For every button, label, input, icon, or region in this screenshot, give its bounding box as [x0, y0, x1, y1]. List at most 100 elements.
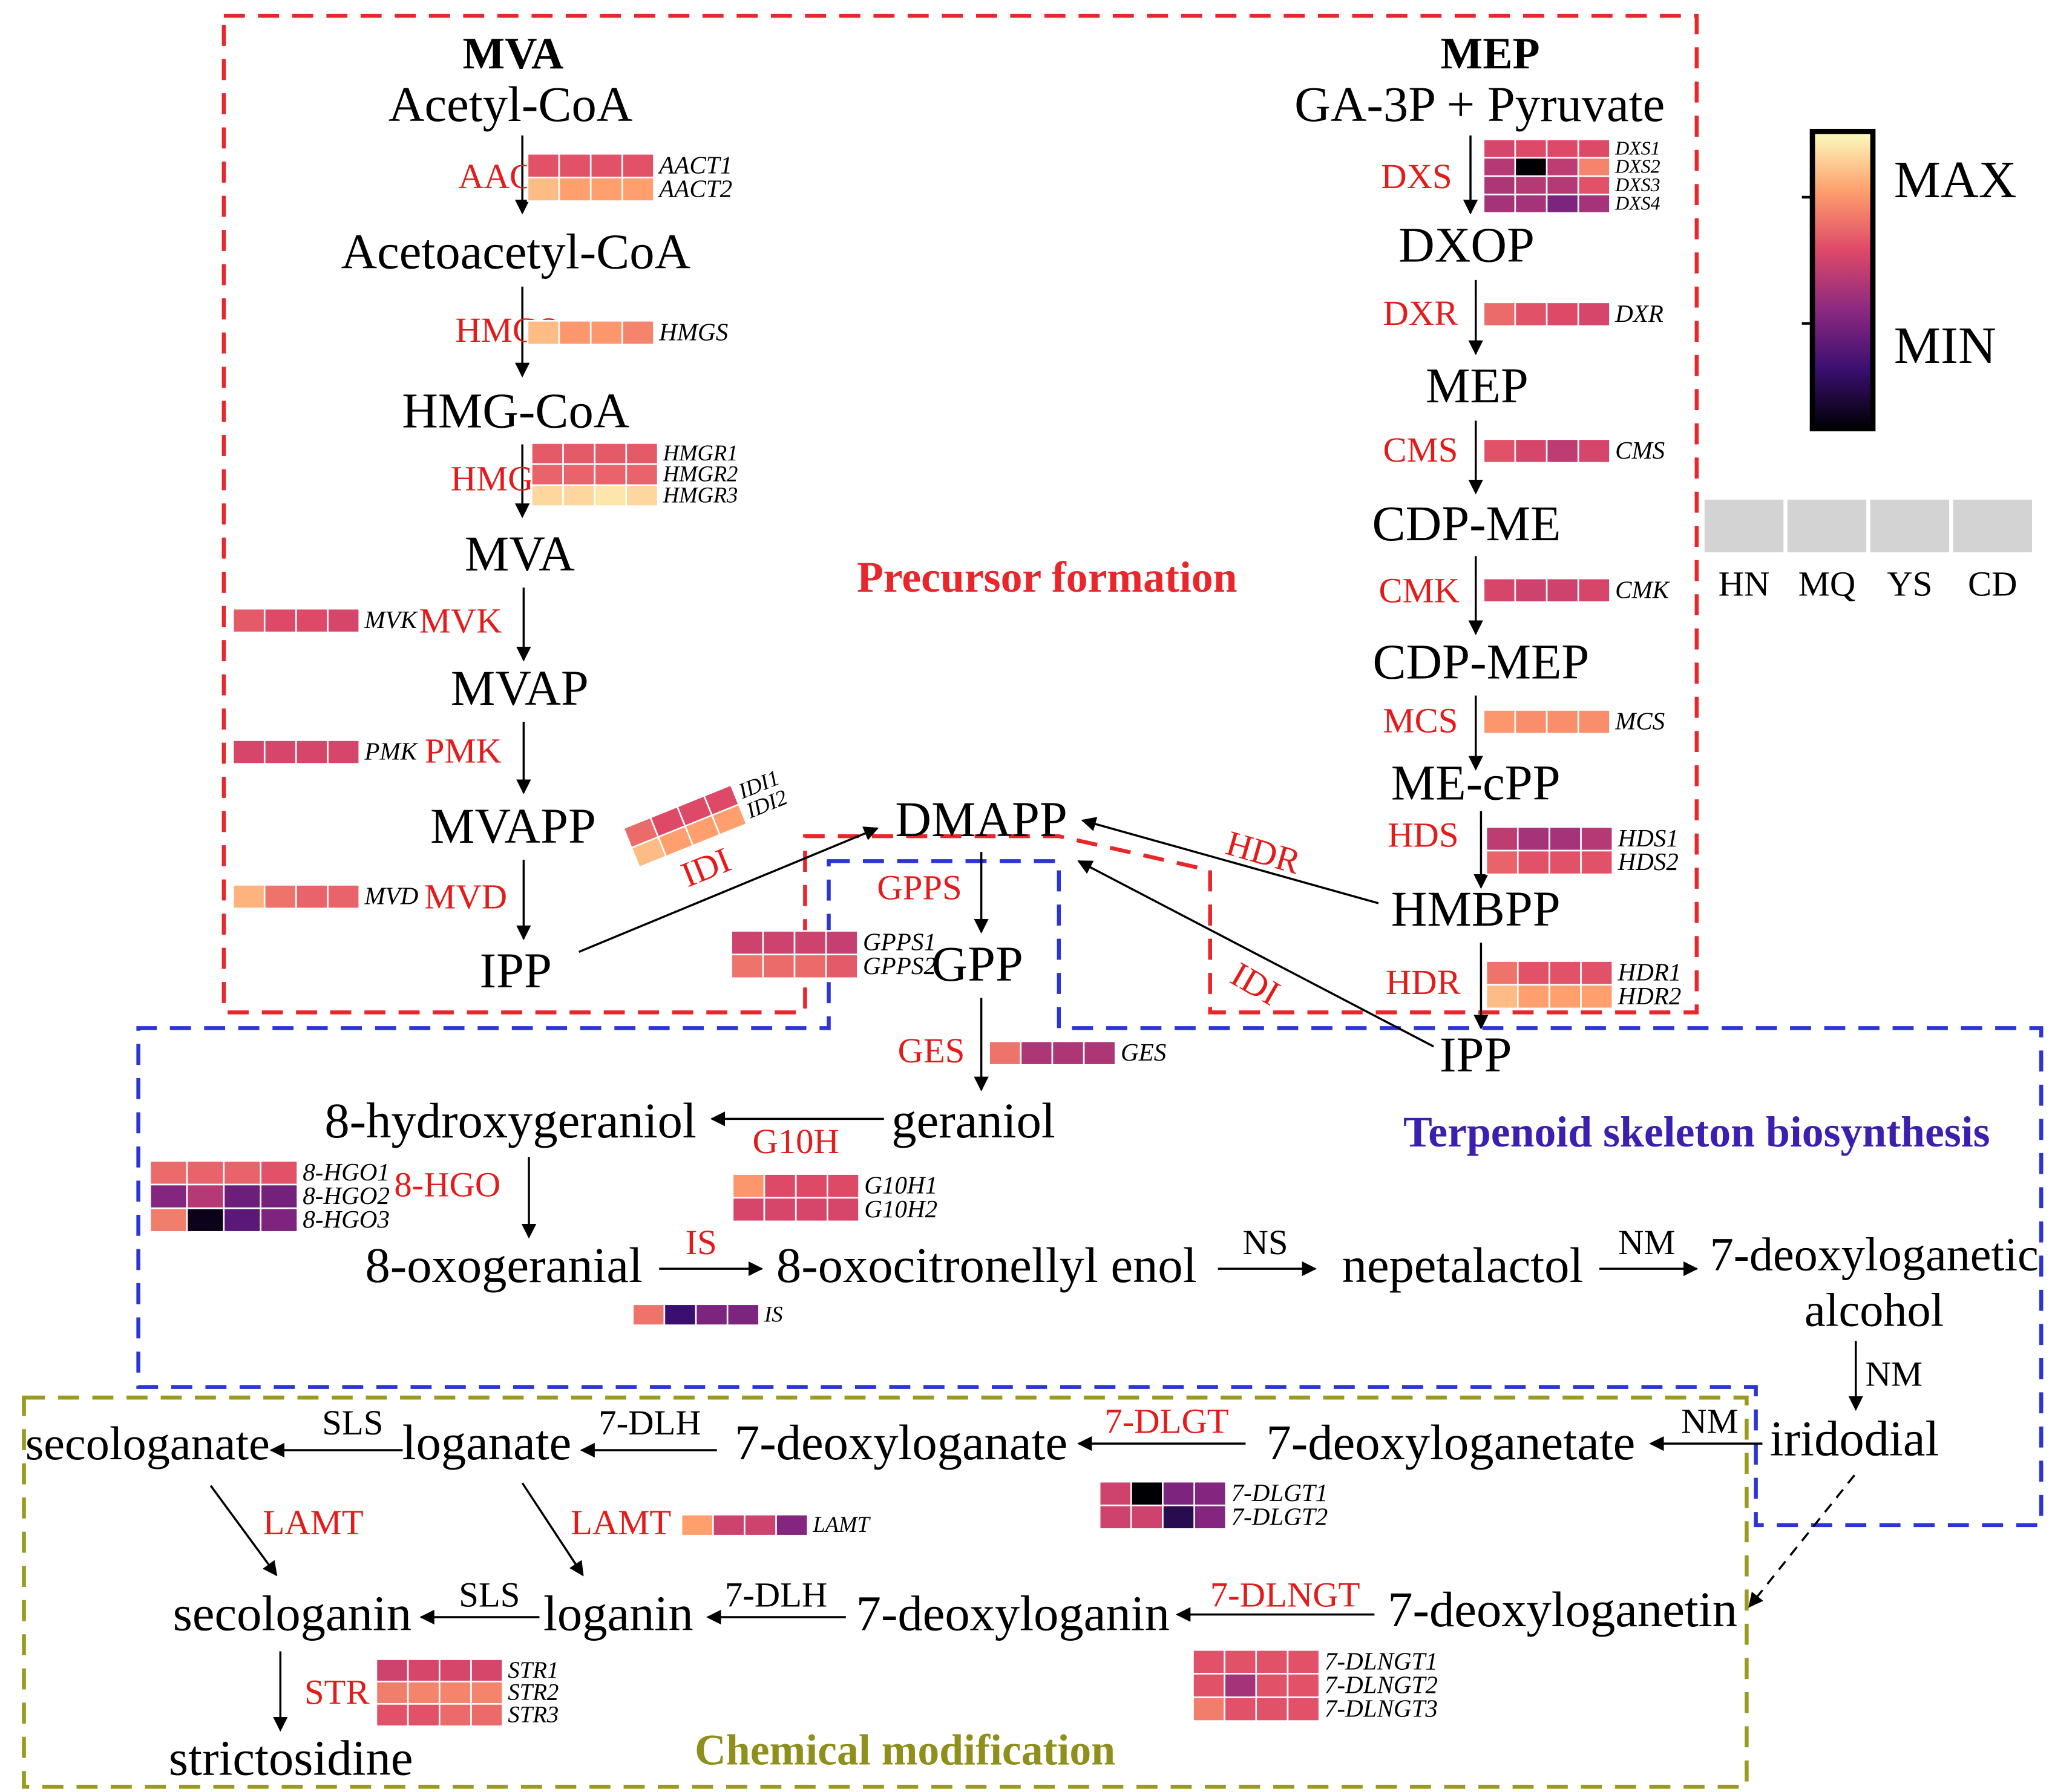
heatmap-cell	[663, 1303, 697, 1326]
gene-label: G10H2	[864, 1195, 937, 1223]
heatmap-cell	[621, 152, 655, 178]
deoxyloganate: 7-deoxyloganate	[735, 1414, 1067, 1470]
heatmap-cell	[223, 1207, 262, 1233]
gene-label: AACT2	[657, 174, 732, 202]
heatmap-cell	[260, 1183, 298, 1209]
heatmap-cell	[1580, 960, 1614, 986]
heatmap-cell	[1577, 438, 1611, 464]
gene-label: STR3	[508, 1702, 559, 1728]
mva-metabolite: MVA	[465, 526, 575, 581]
gene-label: HMGS	[658, 318, 728, 345]
min-label: MIN	[1894, 316, 1996, 374]
arrow-lamt-left	[209, 1485, 278, 1577]
nm2-label: NM	[1866, 1354, 1923, 1393]
oxocitronellyl-enol: 8-oxocitronellyl enol	[776, 1237, 1197, 1293]
heatmap-cell	[1083, 1040, 1116, 1066]
heatmap-cell	[1514, 139, 1548, 159]
heatmap-cell	[1516, 849, 1550, 875]
heatmap-cell	[744, 1514, 777, 1537]
sample-label: CD	[1968, 564, 2017, 603]
pmk-heatmap: PMK	[232, 737, 419, 765]
heatmap-cell	[795, 1197, 828, 1223]
heatmap-cell	[625, 463, 659, 486]
heatmap-cell	[223, 1183, 262, 1209]
arrow-ipp-right-dmapp	[1077, 860, 1434, 1048]
heatmap-cell	[1577, 157, 1611, 177]
heatmap-cell	[1546, 157, 1579, 177]
chemical-title: Chemical modification	[695, 1725, 1115, 1774]
heatmap-cell	[327, 739, 361, 765]
mcs-heatmap: MCS	[1483, 707, 1665, 735]
loganate: loganate	[402, 1414, 572, 1470]
heatmap-cell	[632, 1303, 666, 1326]
heatmap-cell	[223, 1160, 262, 1186]
heatmap-cell	[795, 1173, 828, 1199]
precursor-formation-box	[221, 13, 1699, 1015]
cdp-mep: CDP-MEP	[1372, 633, 1589, 689]
heatmap-cell	[295, 739, 329, 765]
heatmap-cell	[695, 1303, 729, 1326]
heatmap-cell	[726, 1303, 760, 1326]
lamt-right-label: LAMT	[571, 1503, 671, 1542]
heatmap-cell	[438, 1703, 472, 1727]
heatmap-cell	[149, 1183, 188, 1209]
heatmap-cell	[1483, 194, 1516, 214]
heatmap-cell	[1580, 984, 1614, 1010]
heatmap-cell	[589, 152, 623, 178]
heatmap-cell	[1485, 826, 1519, 852]
gene-label: 7-DLNGT1	[1325, 1647, 1438, 1675]
heatmap-cell	[1193, 1480, 1227, 1506]
heatmap-cell	[1483, 301, 1516, 327]
heatmap-cell	[1577, 709, 1611, 734]
mvd-heatmap: MVD	[232, 882, 419, 910]
heatmap-cell	[1580, 826, 1614, 852]
heatmap-cell	[1546, 194, 1579, 214]
iridodial: iridodial	[1770, 1411, 1939, 1467]
sls1-label: SLS	[322, 1403, 383, 1442]
is-label: IS	[686, 1223, 717, 1262]
hgo-label: 8-HGO	[394, 1165, 500, 1205]
heatmap-cell	[295, 884, 329, 909]
heatmap-cell	[1514, 438, 1548, 464]
mva-title: MVA	[463, 28, 564, 78]
mvk-heatmap: MVK	[232, 606, 419, 633]
gene-label: MVD	[364, 882, 418, 910]
gene-label: PMK	[364, 737, 418, 765]
heatmap-cell	[470, 1703, 503, 1727]
gene-label: HMGR2	[663, 462, 738, 486]
hdr-up-label: HDR	[1222, 823, 1305, 882]
str-label: STR	[304, 1672, 370, 1712]
heatmap-cell	[327, 607, 361, 633]
sample-label: YS	[1887, 564, 1932, 603]
heatmap-cell	[1546, 175, 1579, 195]
gene-label: 8-HGO2	[303, 1182, 390, 1209]
heatmap-cell	[1549, 826, 1582, 852]
heatmap-cell	[232, 884, 266, 909]
heatmap-cell	[1514, 577, 1548, 603]
deoxyloganin: 7-deoxyloganin	[856, 1586, 1170, 1641]
gene-label: 7-DLGT2	[1231, 1502, 1328, 1530]
secologanate: secologanate	[25, 1417, 270, 1470]
gene-label: 7-DLGT1	[1231, 1479, 1328, 1506]
heatmap-cell	[1546, 438, 1579, 464]
heatmap-cell	[562, 463, 596, 486]
heatmap-cell	[407, 1658, 441, 1682]
heatmap-cell	[1516, 826, 1550, 852]
heatmap-cell	[762, 930, 796, 956]
heatmap-cell	[1549, 960, 1582, 986]
heatmap-cell	[1514, 709, 1548, 734]
heatmap-cell	[1192, 1673, 1225, 1698]
deoxyloganetate: 7-deoxyloganetate	[1267, 1414, 1636, 1470]
heatmap-cell	[775, 1514, 809, 1537]
gene-label: DXS1	[1614, 137, 1660, 159]
heatmap-cell	[1224, 1673, 1257, 1698]
hmbpp: HMBPP	[1391, 881, 1561, 937]
